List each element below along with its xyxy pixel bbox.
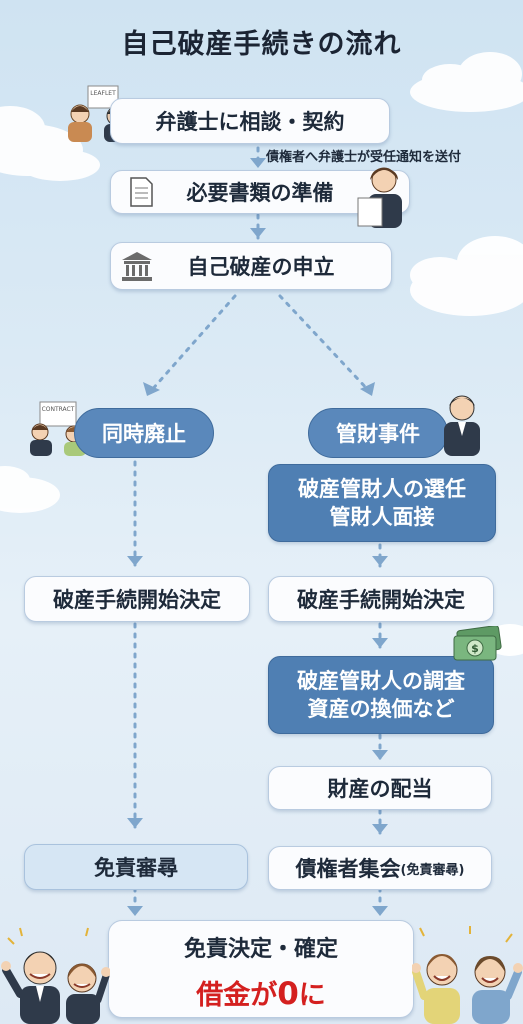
contract-couple-icon: CONTRACT [30,401,86,456]
trustee-selection-line2: 管財人面接 [329,505,435,529]
courthouse-icon [122,252,152,281]
debt-zero-result: 借金が0に [109,973,413,1012]
money-symbol: $ [471,642,479,655]
page-title: 自己破産手続きの流れ [121,29,402,60]
petition-label: 自己破産の申立 [187,255,335,279]
arrowheads [127,158,388,916]
asset-distribution-label: 財産の配当 [327,777,433,801]
celebrating-couple-right-icon [412,926,523,1024]
consult-contract-label: 弁護士に相談・契約 [155,110,345,134]
documents-label: 必要書類の準備 [186,181,334,205]
documents-step: 必要書類の準備 [110,170,410,214]
simultaneous-abolition-label: 同時廃止 [74,408,214,458]
right-start-decision-step: 破産手続開始決定 [268,576,494,622]
asset-distribution-step: 財産の配当 [268,766,492,810]
trustee-selection-step: 破産管財人の選任 管財人面接 [268,464,496,542]
woman-with-papers-icon [357,167,402,228]
consult-paper-text: LEAFLET [90,90,116,97]
final-discharge-box: 免責決定・確定 借金が0に [108,920,414,1018]
celebrating-couple-left-icon [1,927,110,1024]
administration-case-label: 管財事件 [308,408,448,458]
creditors-meeting-note: (免責審尋) [400,862,465,878]
discharge-decision-label: 免責決定・確定 [183,937,338,962]
contract-paper-text: CONTRACT [42,406,75,413]
acceptance-notice-text: 債権者へ弁護士が受任通知を送付 [266,150,462,165]
right-start-decision-label: 破産手続開始決定 [297,588,465,612]
trustee-investigation-line2: 資産の換価など [307,697,455,721]
clouds [0,52,523,656]
debt-result-zero: 0 [277,976,299,1012]
trustee-man-icon [444,395,480,456]
creditors-meeting-label: 債権者集会 [295,857,401,881]
trustee-investigation-step: 破産管財人の調査 資産の換価など [268,656,494,734]
exemption-review-step: 免責審尋 [24,844,248,890]
debt-result-suffix: に [298,980,326,1011]
left-start-decision-label: 破産手続開始決定 [53,588,221,612]
consult-contract-step: 弁護士に相談・契約 [110,98,390,144]
left-start-decision-step: 破産手続開始決定 [24,576,250,622]
exemption-review-label: 免責審尋 [94,856,178,880]
debt-result-prefix: 借金が [196,980,278,1011]
trustee-selection-line1: 破産管財人の選任 [298,477,466,501]
petition-step: 自己破産の申立 [110,242,392,290]
document-icon [130,177,153,207]
money-bills-icon: $ [453,626,502,661]
trustee-investigation-line1: 破産管財人の調査 [297,669,465,693]
creditors-meeting-step: 債権者集会 (免責審尋) [268,846,492,890]
